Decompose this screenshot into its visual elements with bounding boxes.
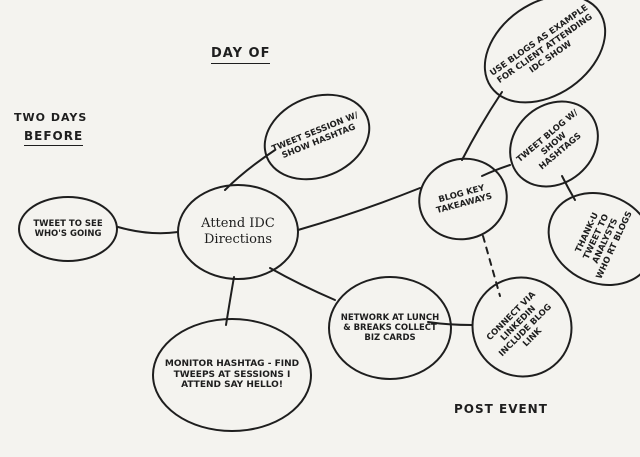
node-blog-takeaways-text: Blog key takeaways [435, 183, 494, 217]
heading-two-days: Two days [14, 111, 88, 124]
node-thank-u-text: Thank-U tweet to analysts who RT blogs [573, 209, 635, 281]
line-tweet-blog-to-thank-u [561, 175, 576, 201]
heading-day-of: Day of [211, 46, 271, 64]
node-center-attend: Attend IDC Directions [177, 184, 299, 280]
line-center-to-blog [297, 187, 421, 231]
line-center-to-network [269, 267, 336, 301]
line-blog-to-connect-dashed [482, 235, 501, 297]
node-network: Network at lunch & breaks collect biz ca… [328, 276, 452, 380]
node-tweet-whos-going: Tweet to see who's going [18, 196, 118, 262]
line-center-to-whos-going [117, 226, 179, 235]
line-blog-to-tweet-blog [481, 164, 511, 177]
node-network-text: Network at lunch & breaks collect biz ca… [340, 312, 440, 344]
node-monitor-hashtag-text: Monitor hashtag - find tweeps at session… [164, 358, 300, 391]
heading-before: before [24, 129, 84, 146]
line-blog-to-use-blogs [461, 91, 503, 161]
heading-post-event: Post event [454, 402, 548, 416]
node-tweet-session-text: Tweet session w/ show hashtag [270, 110, 360, 161]
node-connect-linkedin-text: Connect via LinkedIn include blog link [484, 289, 554, 359]
node-tweet-whos-going-text: Tweet to see who's going [33, 218, 103, 239]
node-center-text: Attend IDC Directions [201, 216, 275, 247]
node-tweet-blog-text: Tweet blog w/ show hashtags [514, 107, 584, 173]
node-monitor-hashtag: Monitor hashtag - find tweeps at session… [152, 318, 312, 432]
